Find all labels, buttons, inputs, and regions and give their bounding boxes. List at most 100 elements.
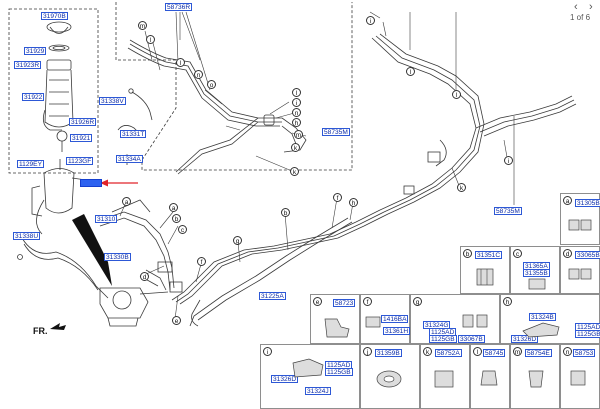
part-label-31326D[interactable]: 31326D [271,375,299,383]
clip-part-icon [365,316,381,328]
callout-f[interactable]: f [333,193,342,202]
front-arrow-icon [50,323,66,330]
clip-part-icon [568,219,592,231]
part-label-31355B[interactable]: 31355B [523,269,550,277]
callout-i: i [263,347,272,356]
part-label-58735M-right[interactable]: 58735M [494,207,522,215]
callout-c: c [513,249,522,258]
part-label-31921[interactable]: 31921 [70,134,93,142]
part-label-1125GB[interactable]: 1125GB [325,368,353,376]
clip-part-icon [528,370,544,388]
callout-e[interactable]: e [172,316,181,325]
callout-l: l [473,347,482,356]
callout-g[interactable]: b [281,208,290,217]
part-label-58735M-center[interactable]: 58735M [322,128,350,136]
clip-part-icon [434,370,454,388]
part-label-1125GB[interactable]: 1125GB [575,330,600,338]
clip-part-icon [528,278,546,290]
part-label-31324B[interactable]: 31324B [529,313,556,321]
clip-part-icon [480,370,498,386]
part-label-31331T[interactable]: 31331T [120,130,147,138]
part-label-31330B[interactable]: 31330B [104,253,131,261]
part-label-31970B[interactable]: 31970B [41,12,68,20]
callout-n[interactable]: n [292,108,301,117]
part-label-58745[interactable]: 58745 [483,349,506,357]
callout-l[interactable]: l [176,58,185,67]
callout-h: h [503,297,512,306]
callout-a[interactable]: a [122,197,131,206]
part-label-selected[interactable]: 31917 [80,179,103,187]
callout-h[interactable]: h [349,198,358,207]
callout-l[interactable]: l [406,67,415,76]
callout-l[interactable]: l [146,35,155,44]
part-label-31351C[interactable]: 31351C [475,251,503,259]
callout-o[interactable]: o [207,80,216,89]
callout-a: a [563,196,572,205]
part-label-31361H[interactable]: 31361H [383,327,411,335]
clip-part-icon [476,268,494,286]
bracket-part-icon [292,358,324,378]
part-label-31929[interactable]: 31929 [24,47,47,55]
callout-k[interactable]: k [291,143,300,152]
detail-cell-c: c 31365A 31355B [510,246,560,294]
callout-d[interactable]: d [140,272,149,281]
callout-i[interactable]: i [292,98,301,107]
callout-g: g [413,297,422,306]
part-label-31359B[interactable]: 31359B [375,349,402,357]
callout-h[interactable]: h [292,118,301,127]
callout-l[interactable]: l [452,90,461,99]
callout-f[interactable]: f [197,257,206,266]
callout-a[interactable]: a [169,203,178,212]
part-label-58752A[interactable]: 58752A [435,349,462,357]
part-label-58736R[interactable]: 58736R [165,3,193,11]
part-label-1416BA[interactable]: 1416BA [381,315,409,323]
next-page-arrow[interactable]: › [589,1,593,13]
part-label-31305B[interactable]: 31305B [575,199,600,207]
part-label-1129EY[interactable]: 1129EY [17,160,44,168]
callout-g[interactable]: g [233,236,242,245]
part-label-31922[interactable]: 31922 [22,93,45,101]
part-label-31324J[interactable]: 31324J [305,387,331,395]
detail-cell-j: j 31359B [360,344,420,409]
callout-k[interactable]: k [457,183,466,192]
prev-page-arrow[interactable]: ‹ [574,1,578,13]
part-label-58723[interactable]: 58723 [333,299,356,307]
part-label-31310[interactable]: 31310 [95,215,118,223]
callout-c[interactable]: c [178,225,187,234]
part-label-31225A[interactable]: 31225A [259,292,286,300]
part-label-31326D[interactable]: 31326D [511,335,539,343]
callout-d: d [563,249,572,258]
callout-i[interactable]: i [504,156,513,165]
detail-cell-n: n 58753 [560,344,600,409]
part-label-31926R[interactable]: 31926R [69,118,97,126]
detail-cell-g: g 31324G 1125AD 1125GB 33067B [410,294,500,344]
callout-l[interactable]: l [292,88,301,97]
callout-m[interactable]: m [294,130,303,139]
callout-b: b [463,249,472,258]
part-label-1123GF[interactable]: 1123GF [66,157,94,165]
part-label-1125GB[interactable]: 1125GB [429,335,457,343]
detail-cell-a: a 31305B [560,193,600,245]
part-label-33067B[interactable]: 33067B [458,335,485,343]
detail-cell-d: d 33065B [560,246,600,294]
part-label-58754E[interactable]: 58754E [525,349,552,357]
callout-m[interactable]: m [138,21,147,30]
part-label-58753[interactable]: 58753 [573,349,596,357]
part-label-33065B[interactable]: 33065B [575,251,600,259]
detail-cell-l: l 58745 [470,344,510,409]
page-counter: 1 of 6 [570,13,591,22]
part-label-31923R[interactable]: 31923R [14,61,42,69]
part-label-31334A[interactable]: 31334A [116,155,143,163]
clip-part-icon [570,370,586,386]
callout-k[interactable]: k [290,167,299,176]
callout-b[interactable]: b [172,214,181,223]
callout-m: m [513,347,522,356]
part-label-31338V[interactable]: 31338V [99,97,126,105]
callout-i[interactable]: i [366,16,375,25]
callout-n[interactable]: n [194,70,203,79]
front-orientation-marker: FR. [33,323,66,336]
callout-j: j [363,347,372,356]
part-label-31338U[interactable]: 31338U [13,232,41,240]
